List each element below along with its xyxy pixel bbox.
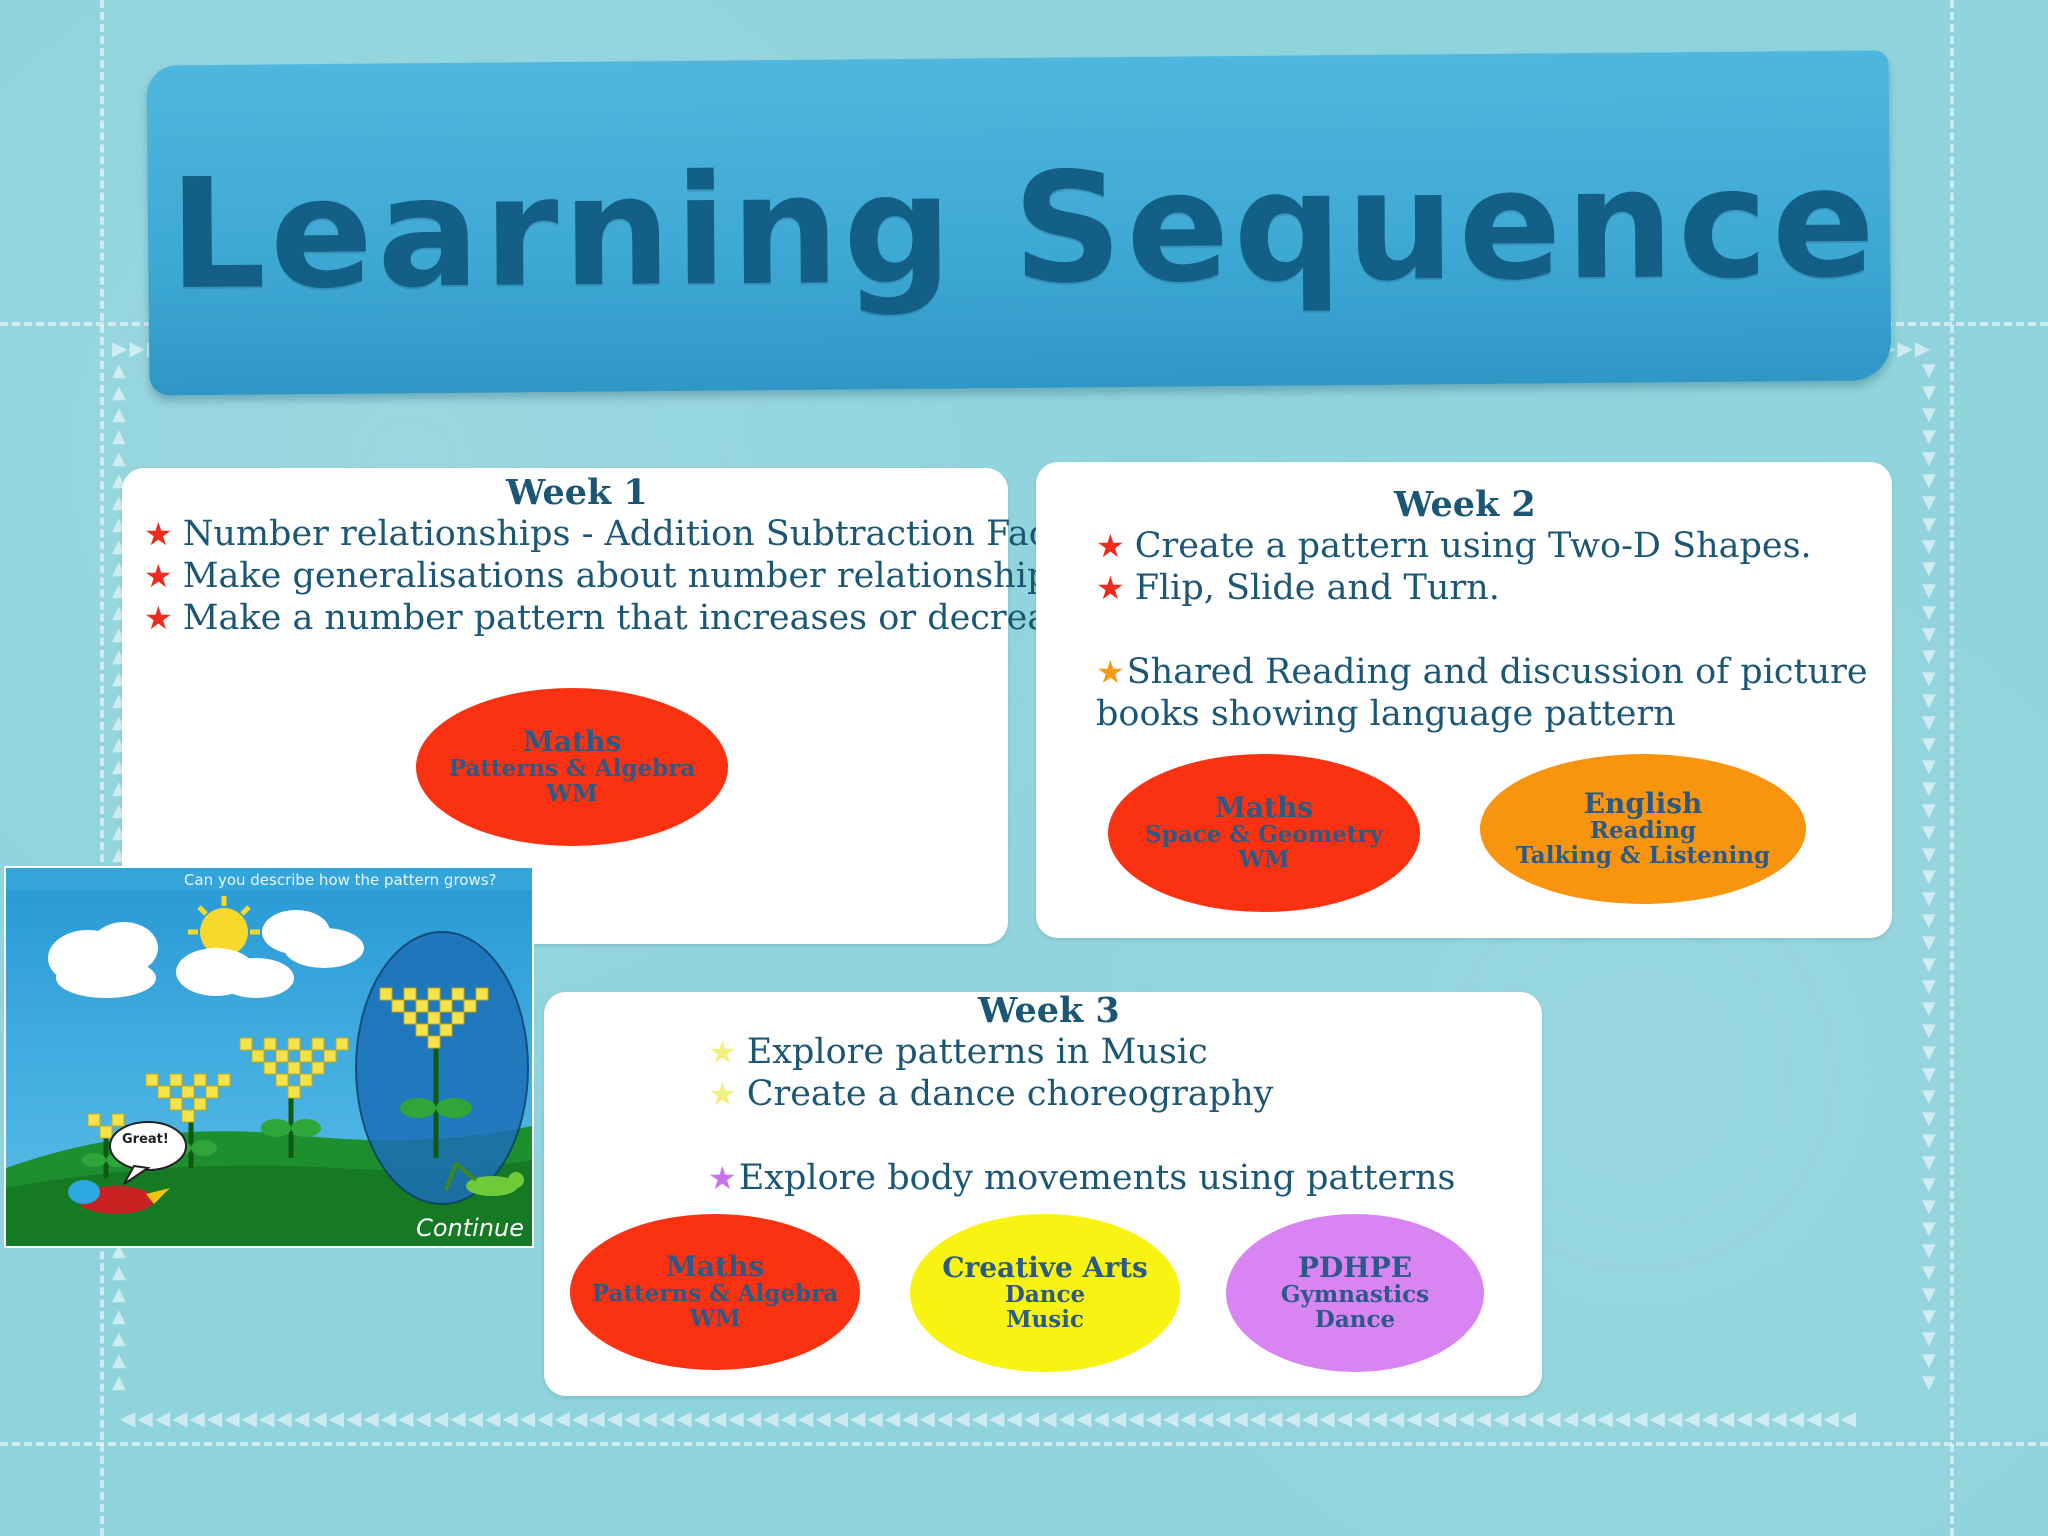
star-icon: ★ [708, 1033, 737, 1071]
subject-line: Patterns & Algebra [448, 755, 696, 783]
subject-oval-maths: Maths Space & Geometry WM [1108, 754, 1420, 912]
pattern-game-screenshot: Can you describe how the pattern grows? [4, 866, 534, 1248]
week-2-extra-line: ★Shared Reading and discussion of pictur… [1096, 652, 1868, 692]
subject-oval-creative-arts: Creative Arts Dance Music [910, 1214, 1180, 1372]
week-1-card: Week 1 ★Number relationships - Addition … [122, 468, 1105, 944]
week-2-bullet: ★Flip, Slide and Turn. [1096, 568, 1500, 608]
subject-title: English [1583, 787, 1703, 821]
triangle-border-right: ▼▼▼▼▼▼▼▼▼▼▼▼▼▼▼▼▼▼▼▼▼▼▼▼▼▼▼▼▼▼▼▼▼▼▼▼▼▼▼▼… [1922, 360, 1936, 1393]
star-icon: ★ [1096, 653, 1125, 691]
week-2-title: Week 2 [1394, 484, 1536, 525]
subject-oval-pdhpe: PDHPE Gymnastics Dance [1226, 1214, 1484, 1372]
subject-oval-maths: Maths Patterns & Algebra WM [570, 1214, 860, 1370]
week-1-bullet: ★Make a number pattern that increases or… [144, 598, 1105, 638]
star-icon: ★ [1096, 569, 1125, 607]
week-1-bullet: ★Number relationships - Addition Subtrac… [144, 514, 1081, 554]
triangle-border-bottom: ◀◀◀◀◀◀◀◀◀◀◀◀◀◀◀◀◀◀◀◀◀◀◀◀◀◀◀◀◀◀◀◀◀◀◀◀◀◀◀◀… [120, 1406, 1859, 1430]
subject-line: Space & Geometry [1145, 821, 1383, 849]
subject-line: Reading [1589, 817, 1697, 845]
week-3-bullet: ★Explore patterns in Music [708, 1032, 1208, 1072]
subject-oval-english: English Reading Talking & Listening [1480, 754, 1806, 904]
page-title: Learning Sequence [168, 134, 1880, 323]
subject-line: Patterns & Algebra [591, 1280, 839, 1308]
star-icon: ★ [708, 1075, 737, 1113]
subject-line: Music [1006, 1306, 1084, 1334]
speech-bubble-text: Great! [122, 1132, 169, 1147]
week-3-extra-line: ★Explore body movements using patterns [708, 1158, 1456, 1198]
stitch-line-left [100, 0, 104, 1536]
week-1-bullet: ★Make generalisations about number relat… [144, 556, 1068, 596]
week-3-title: Week 3 [978, 990, 1120, 1031]
star-icon: ★ [144, 599, 173, 637]
subject-line: Dance [1314, 1306, 1396, 1334]
week-2-bullet: ★Create a pattern using Two-D Shapes. [1096, 526, 1812, 566]
subject-line: Dance [1004, 1281, 1086, 1309]
game-prompt: Can you describe how the pattern grows? [184, 871, 497, 889]
stitch-line-bottom [0, 1442, 2048, 1446]
subject-line: WM [546, 780, 598, 808]
game-scene-illustration [6, 890, 532, 1246]
subject-line: Gymnastics [1280, 1281, 1430, 1309]
speech-bubble [109, 1121, 187, 1185]
subject-title: PDHPE [1297, 1251, 1413, 1285]
subject-title: Maths [665, 1250, 765, 1284]
week-2-card: Week 2 ★Create a pattern using Two-D Sha… [1036, 462, 1892, 938]
subject-line: WM [689, 1305, 741, 1333]
continue-button[interactable]: Continue [416, 1214, 524, 1242]
bird-character-icon [68, 1180, 170, 1214]
week-2-extra-line: books showing language pattern [1096, 694, 1676, 734]
star-icon: ★ [708, 1159, 737, 1197]
star-icon: ★ [1096, 527, 1125, 565]
subject-title: Creative Arts [942, 1251, 1148, 1285]
cloud-icon [48, 910, 364, 998]
star-icon: ★ [144, 557, 173, 595]
star-icon: ★ [144, 515, 173, 553]
grasshopper-character-icon [444, 1160, 524, 1196]
week-3-bullet: ★Create a dance choreography [708, 1074, 1274, 1114]
subject-title: Maths [522, 725, 622, 759]
sun-icon [188, 896, 260, 956]
subject-line: WM [1238, 846, 1290, 874]
subject-oval-maths: Maths Patterns & Algebra WM [416, 688, 728, 846]
week-1-title: Week 1 [506, 472, 648, 513]
week-3-card: Week 3 ★Explore patterns in Music ★Creat… [544, 990, 1542, 1396]
subject-title: Maths [1214, 791, 1314, 825]
subject-line: Talking & Listening [1515, 842, 1771, 870]
stitch-line-right [1950, 0, 1954, 1536]
